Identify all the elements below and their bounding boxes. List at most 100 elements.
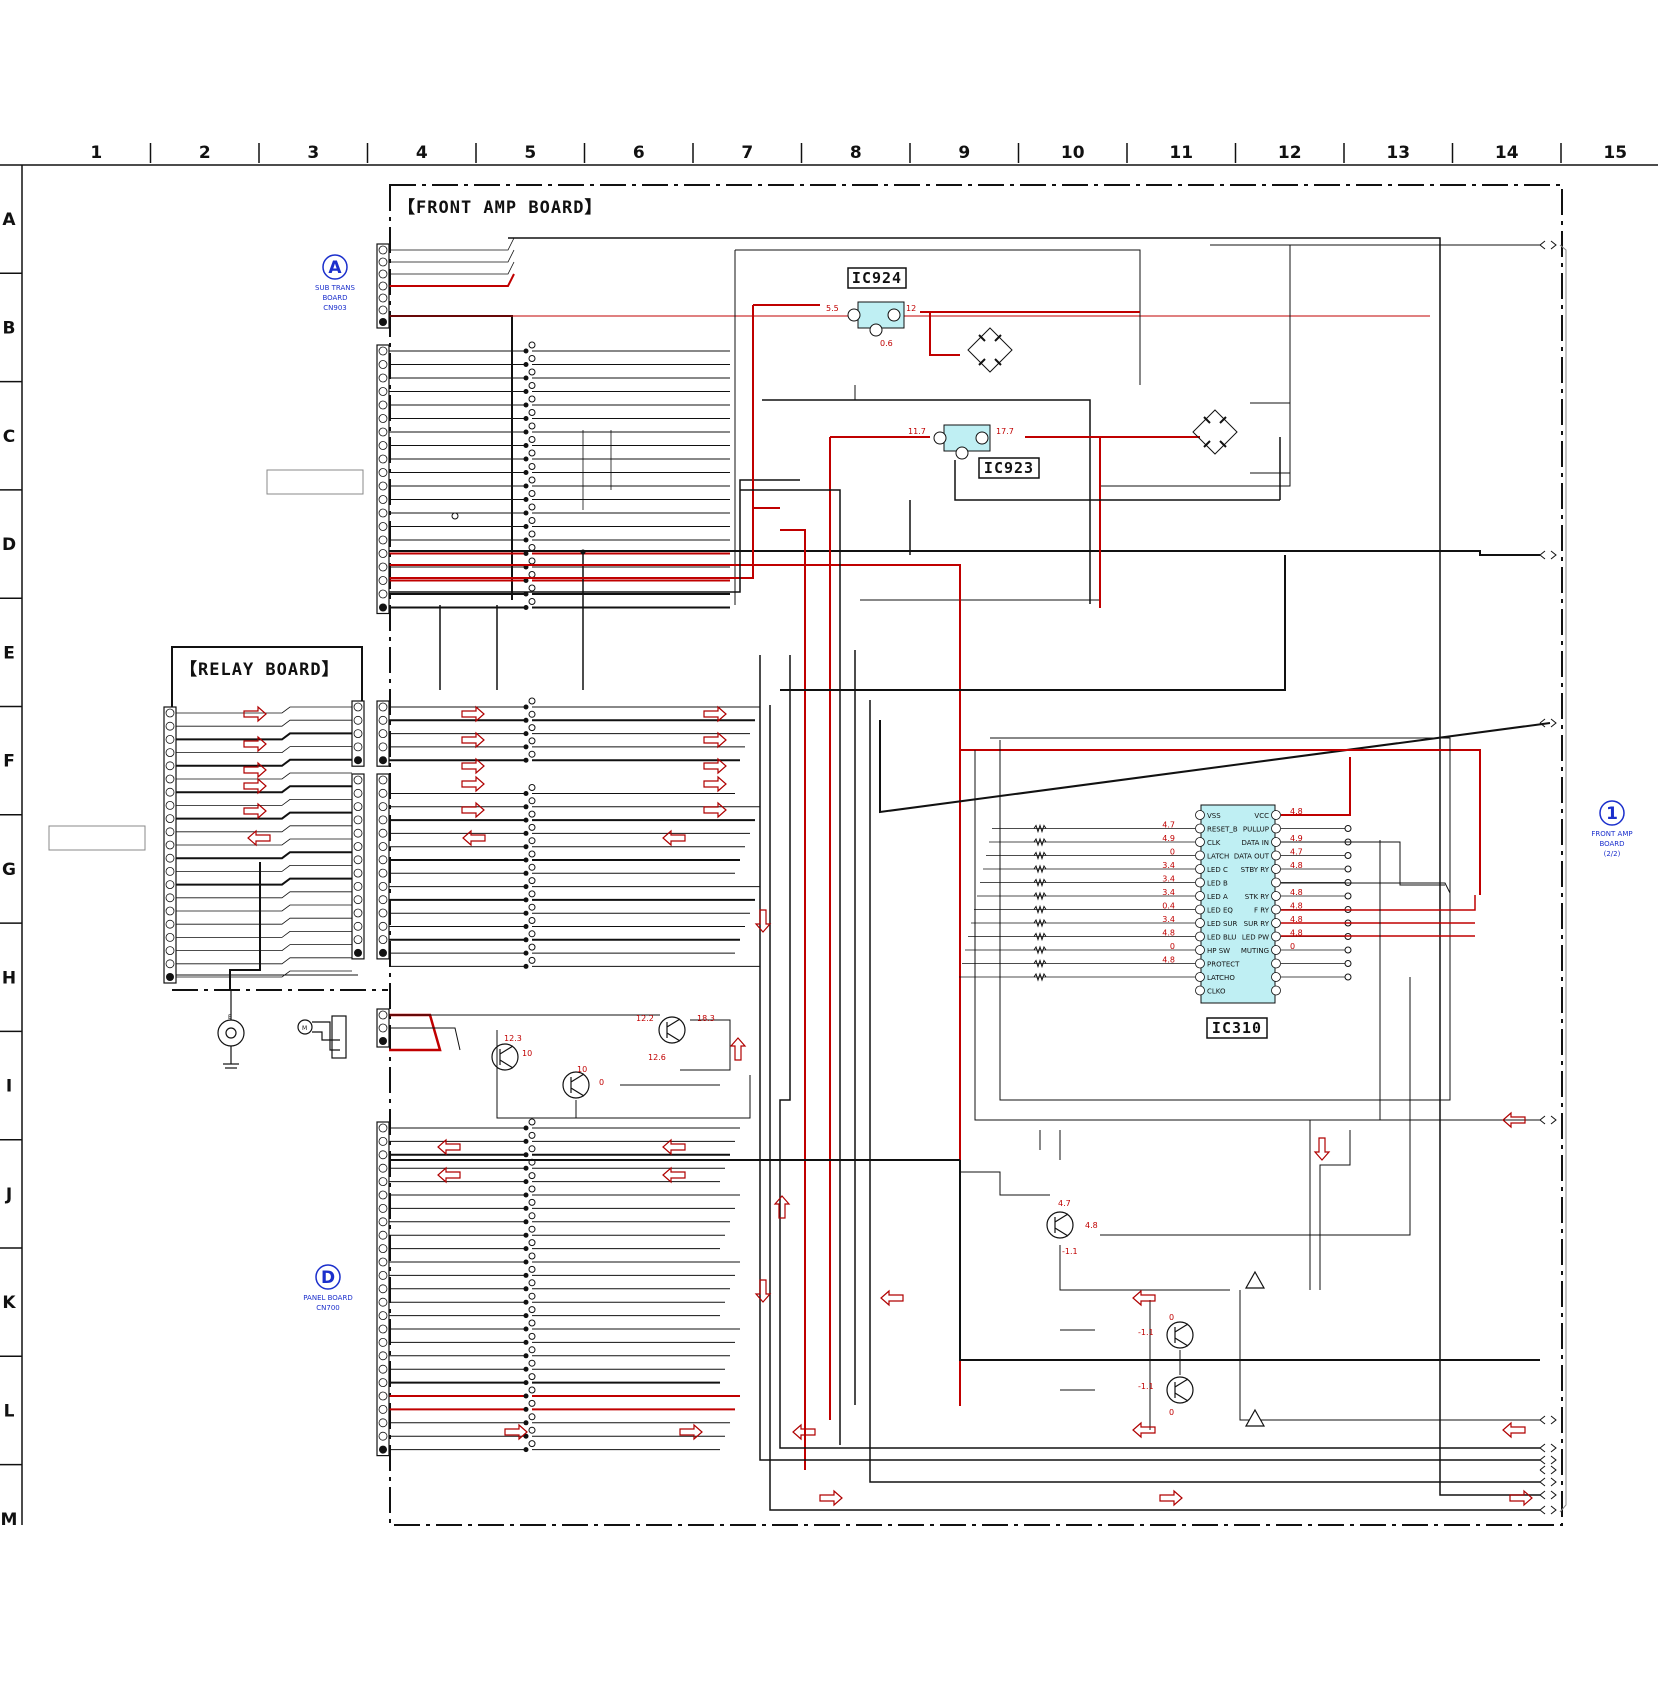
ic310-right-pin-name: F RY	[1254, 907, 1270, 915]
column-label: 6	[633, 143, 645, 163]
ic310-left-pin	[1195, 823, 1205, 834]
ic310-left-pin	[1195, 972, 1205, 982]
connector-a-badge	[322, 254, 348, 280]
ic310-right-voltage: 4.8	[1290, 915, 1303, 924]
junction-dot	[523, 1313, 529, 1319]
junction-dot	[523, 1447, 529, 1453]
junction-dot	[523, 817, 529, 823]
connector-pin	[379, 948, 387, 957]
wiring	[169, 237, 1551, 1511]
ic310-left-pin-name: LED C	[1207, 866, 1228, 874]
wire	[176, 957, 352, 965]
wire	[1319, 1130, 1351, 1290]
junction-dot	[523, 1326, 529, 1332]
junction-dot	[523, 537, 529, 543]
terminal	[528, 930, 536, 938]
qj-base-voltage: -1.1	[1062, 1247, 1078, 1256]
front-amp-board-outline	[389, 184, 1563, 1526]
wire	[769, 705, 1540, 1511]
signal-arrow	[662, 1166, 686, 1184]
transistor-leads	[1174, 1378, 1189, 1402]
junction-dot	[523, 1152, 529, 1158]
edge-terminal	[1539, 1115, 1557, 1125]
connector-pin	[165, 721, 175, 731]
junction-dot	[523, 1366, 529, 1372]
ic310-right-pin	[1271, 918, 1281, 928]
ic923-pin1	[933, 431, 947, 445]
wire	[1060, 1329, 1095, 1391]
terminal	[528, 463, 536, 470]
wire	[176, 811, 352, 820]
motor-label: M	[302, 1025, 307, 1032]
transistor	[1166, 1376, 1194, 1404]
edge-terminal	[1539, 1490, 1557, 1500]
connector-pin	[165, 814, 175, 823]
signal-arrow	[703, 757, 727, 775]
junction-dot	[523, 497, 529, 502]
ic310-right-pin-name: STK RY	[1245, 893, 1270, 901]
wire	[496, 1030, 751, 1119]
connector-pin	[378, 481, 388, 491]
wire	[869, 700, 1540, 1483]
connector-pin	[353, 828, 363, 838]
ic310-left-voltage: 4.8	[1162, 956, 1175, 965]
connector-pin	[378, 1230, 388, 1240]
wire	[176, 746, 352, 753]
connector-pin	[378, 1351, 388, 1361]
wire	[176, 904, 352, 912]
signal-arrow	[662, 829, 686, 847]
ic310-right-pin	[1271, 931, 1281, 942]
junction-dot	[523, 804, 529, 810]
connector-a-line2: BOARD	[322, 294, 347, 302]
ic310-right-pin	[1271, 810, 1281, 820]
junction-dot	[523, 1138, 529, 1144]
resistor	[1033, 877, 1047, 888]
wire	[176, 706, 352, 714]
terminal	[528, 823, 536, 831]
transistor	[491, 1043, 519, 1071]
ql-voltage-1: -1.1	[1138, 1382, 1154, 1391]
terminal	[528, 1131, 536, 1139]
junction-dot	[523, 717, 529, 723]
ic310-right-pin	[1271, 864, 1281, 874]
ic310-right-pin-name: PULLUP	[1243, 826, 1269, 834]
ic310-right-pin-name: MUTING	[1241, 947, 1269, 955]
connector-pin	[353, 775, 363, 785]
junction-dot	[523, 402, 529, 408]
terminal	[528, 1346, 536, 1354]
connector-pin	[378, 1177, 388, 1186]
connector-pin	[378, 1284, 388, 1294]
signal-arrow	[243, 802, 267, 820]
transistor-leads	[1174, 1323, 1189, 1347]
ic310-right-pin	[1271, 891, 1281, 901]
wire	[740, 489, 841, 1445]
edge-terminal	[1539, 1505, 1557, 1515]
wire	[735, 249, 1141, 385]
connector-1-line2: BOARD	[1599, 840, 1624, 848]
connector-strips	[163, 243, 390, 1457]
column-label: 15	[1603, 143, 1627, 163]
connector-pin	[379, 603, 387, 612]
connector-pin	[378, 427, 388, 437]
resistor	[1033, 918, 1047, 928]
ic310-left-pin	[1195, 850, 1205, 861]
junction-dot	[523, 456, 529, 462]
terminal	[1344, 973, 1352, 981]
signal-arrow-vertical	[729, 1037, 747, 1061]
ic923-label-box	[978, 457, 1040, 479]
ic310-right-pin-name: VCC	[1254, 812, 1269, 820]
front-amp-board-title: 【FRONT AMP BOARD】	[398, 197, 603, 218]
row-label: E	[3, 643, 15, 663]
connector-pin	[165, 748, 175, 757]
motor-symbol	[297, 1015, 347, 1059]
connector-pin	[378, 1324, 388, 1334]
terminal	[528, 1252, 536, 1260]
relay-board-outline	[171, 646, 388, 991]
connector-d-line2: CN700	[316, 1304, 340, 1312]
connector-pin	[378, 895, 388, 905]
ic310-left-pin-name: LATCH	[1207, 853, 1229, 861]
connector-pin	[378, 1244, 388, 1253]
wire	[389, 273, 515, 287]
connector-pin	[378, 373, 388, 383]
